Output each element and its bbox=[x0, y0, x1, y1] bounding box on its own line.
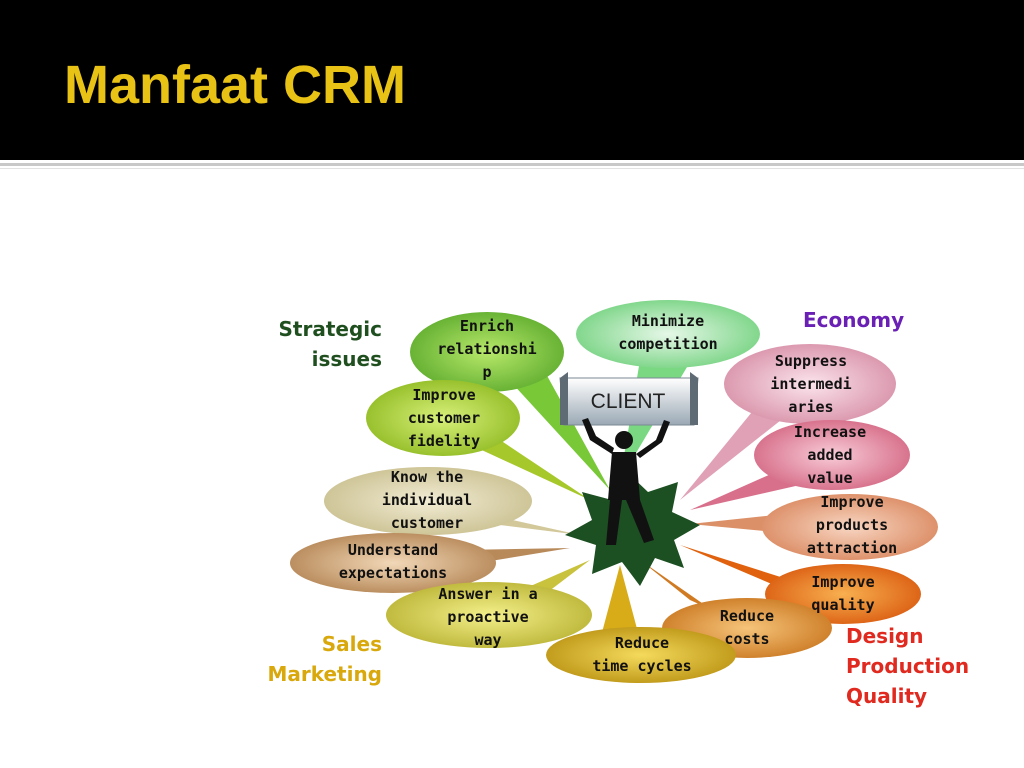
slide-title: Manfaat CRM bbox=[64, 55, 407, 115]
bubble-text-costs: Reduce costs bbox=[719, 607, 775, 648]
tail-enrich bbox=[500, 370, 610, 490]
bubble-text-fidelity: Improve customer fidelity bbox=[407, 386, 481, 450]
tail-attraction bbox=[690, 515, 775, 532]
bubble-text-enrich: Enrich relationshi p bbox=[437, 317, 537, 381]
tail-added bbox=[690, 470, 800, 510]
person-icon bbox=[582, 418, 670, 545]
header-rule bbox=[0, 163, 1024, 166]
group-label-strategic: Strategic issues bbox=[278, 317, 382, 371]
client-banner bbox=[559, 372, 699, 426]
bubble-cycles bbox=[546, 627, 736, 683]
client-burst bbox=[565, 470, 700, 586]
bubble-text-cycles: Reduce time cycles bbox=[592, 634, 692, 675]
bubble-enrich bbox=[410, 312, 564, 392]
tail-cycles bbox=[600, 565, 640, 640]
bubble-text-suppress: Suppress intermedi aries bbox=[770, 352, 852, 416]
bubble-fidelity bbox=[366, 380, 520, 456]
bubble-text-added: Increase added value bbox=[793, 423, 867, 487]
bubble-minimize bbox=[576, 300, 760, 368]
client-label: CLIENT bbox=[590, 390, 666, 413]
group-label-sales: Sales Marketing bbox=[267, 632, 382, 686]
bubbles bbox=[290, 300, 938, 683]
group-label-design: Design Production Quality bbox=[846, 624, 970, 708]
bubble-attraction bbox=[762, 494, 938, 560]
title-bar bbox=[0, 0, 1024, 160]
bubble-proactive bbox=[386, 582, 592, 648]
bubble-text-expect: Understand expectations bbox=[338, 541, 448, 582]
bubble-know bbox=[324, 467, 532, 535]
bubble-text-minimize: Minimize competition bbox=[618, 312, 718, 353]
bubble-expect bbox=[290, 533, 496, 593]
bubble-added bbox=[754, 420, 910, 490]
tail-fidelity bbox=[460, 440, 590, 500]
tail-costs bbox=[640, 560, 712, 610]
bubble-text-know: Know the individual customer bbox=[381, 468, 473, 532]
bubble-suppress bbox=[724, 344, 896, 424]
header-rule-thin bbox=[0, 168, 1024, 169]
tail-quality bbox=[680, 545, 800, 596]
bubble-text-attraction: Improve products attraction bbox=[806, 493, 898, 557]
group-label-economy: Economy bbox=[803, 308, 905, 332]
bubble-text-quality: Improve quality bbox=[811, 573, 875, 614]
bubble-text-proactive: Answer in a proactive way bbox=[438, 585, 538, 649]
